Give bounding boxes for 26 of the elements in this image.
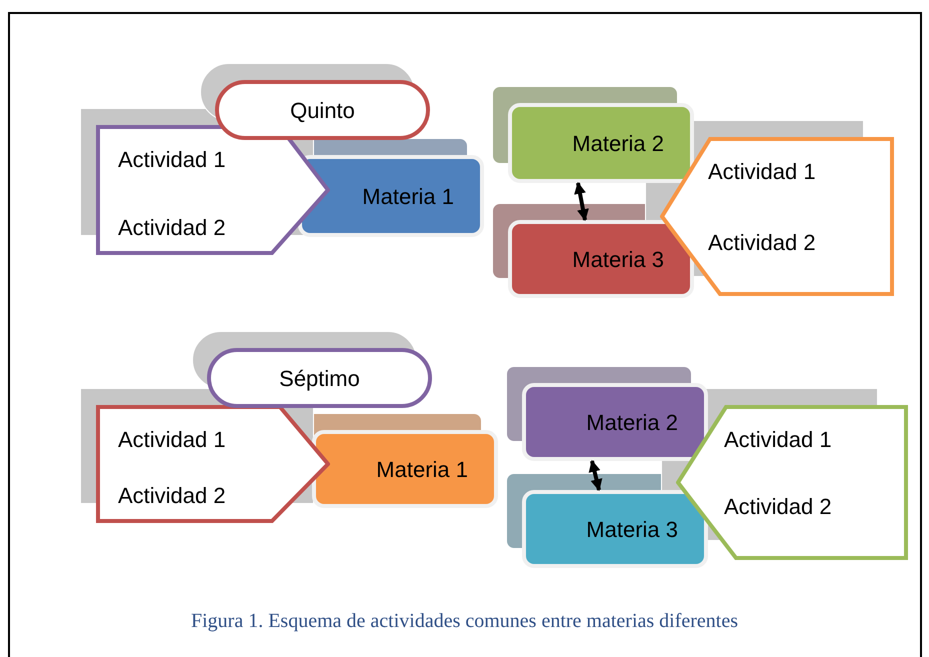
double-arrow (588, 460, 602, 492)
subject-label: Materia 2 (572, 130, 664, 158)
subject-label: Materia 1 (376, 456, 468, 484)
subject-box (312, 430, 498, 508)
grade-label: Séptimo (279, 364, 360, 393)
subject-label: Materia 3 (586, 516, 678, 544)
subject-box (298, 155, 484, 237)
subject-box (522, 383, 708, 461)
activity-label: Actividad 2 (118, 214, 226, 242)
activity-label: Actividad 1 (724, 426, 832, 454)
subject-label: Materia 1 (362, 182, 454, 210)
activity-label: Actividad 2 (708, 229, 816, 257)
activity-label: Actividad 1 (708, 158, 816, 186)
activity-label: Actividad 1 (118, 146, 226, 174)
grade-label: Quinto (290, 96, 355, 124)
double-arrow (574, 182, 589, 222)
subject-label: Materia 3 (572, 246, 664, 274)
activity-label: Actividad 2 (724, 493, 832, 521)
activity-pentagon (96, 405, 330, 523)
figure-caption: Figura 1. Esquema de actividades comunes entre materias diferentes (190, 609, 740, 634)
activity-label: Actividad 1 (118, 426, 226, 454)
subject-box (522, 490, 708, 568)
subject-box (508, 103, 694, 183)
subject-box (508, 220, 694, 298)
activity-label: Actividad 2 (118, 482, 226, 510)
subject-label: Materia 2 (586, 408, 678, 436)
